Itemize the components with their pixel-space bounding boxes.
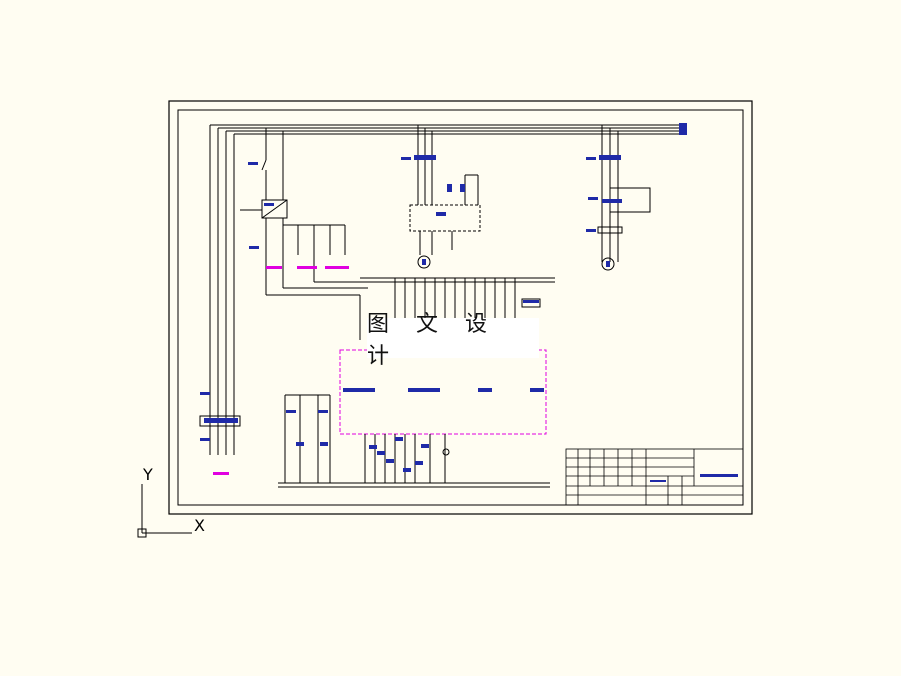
center-motor-fills (401, 155, 465, 265)
ucs-y-label: Y (142, 465, 153, 484)
input-sensor-box (521, 298, 541, 308)
power-bus-top (210, 124, 685, 135)
title-block-text-marks (650, 474, 738, 482)
middle-relay-group[interactable] (284, 394, 331, 483)
drawing-border (168, 100, 753, 515)
ucs-x-label: X (194, 516, 205, 535)
center-motor-circuit[interactable] (409, 125, 481, 269)
ucs-icon (137, 484, 192, 538)
inverter-labels (248, 162, 274, 249)
plc-output-lines (364, 434, 450, 483)
relay-coils (369, 437, 429, 472)
left-contactor-fills (200, 392, 238, 475)
inverter-notes (266, 266, 349, 269)
title-block (565, 448, 744, 506)
bus-terminal-markers (679, 123, 687, 135)
watermark-label: 图 文 设 计 (367, 312, 539, 369)
left-contactor-group[interactable] (199, 415, 241, 427)
neutral-bus-bottom (278, 482, 550, 488)
left-bus-drops (209, 125, 284, 455)
right-motor-circuit[interactable] (597, 125, 651, 271)
right-motor-fills (586, 155, 622, 267)
middle-relay-fills (286, 410, 328, 446)
